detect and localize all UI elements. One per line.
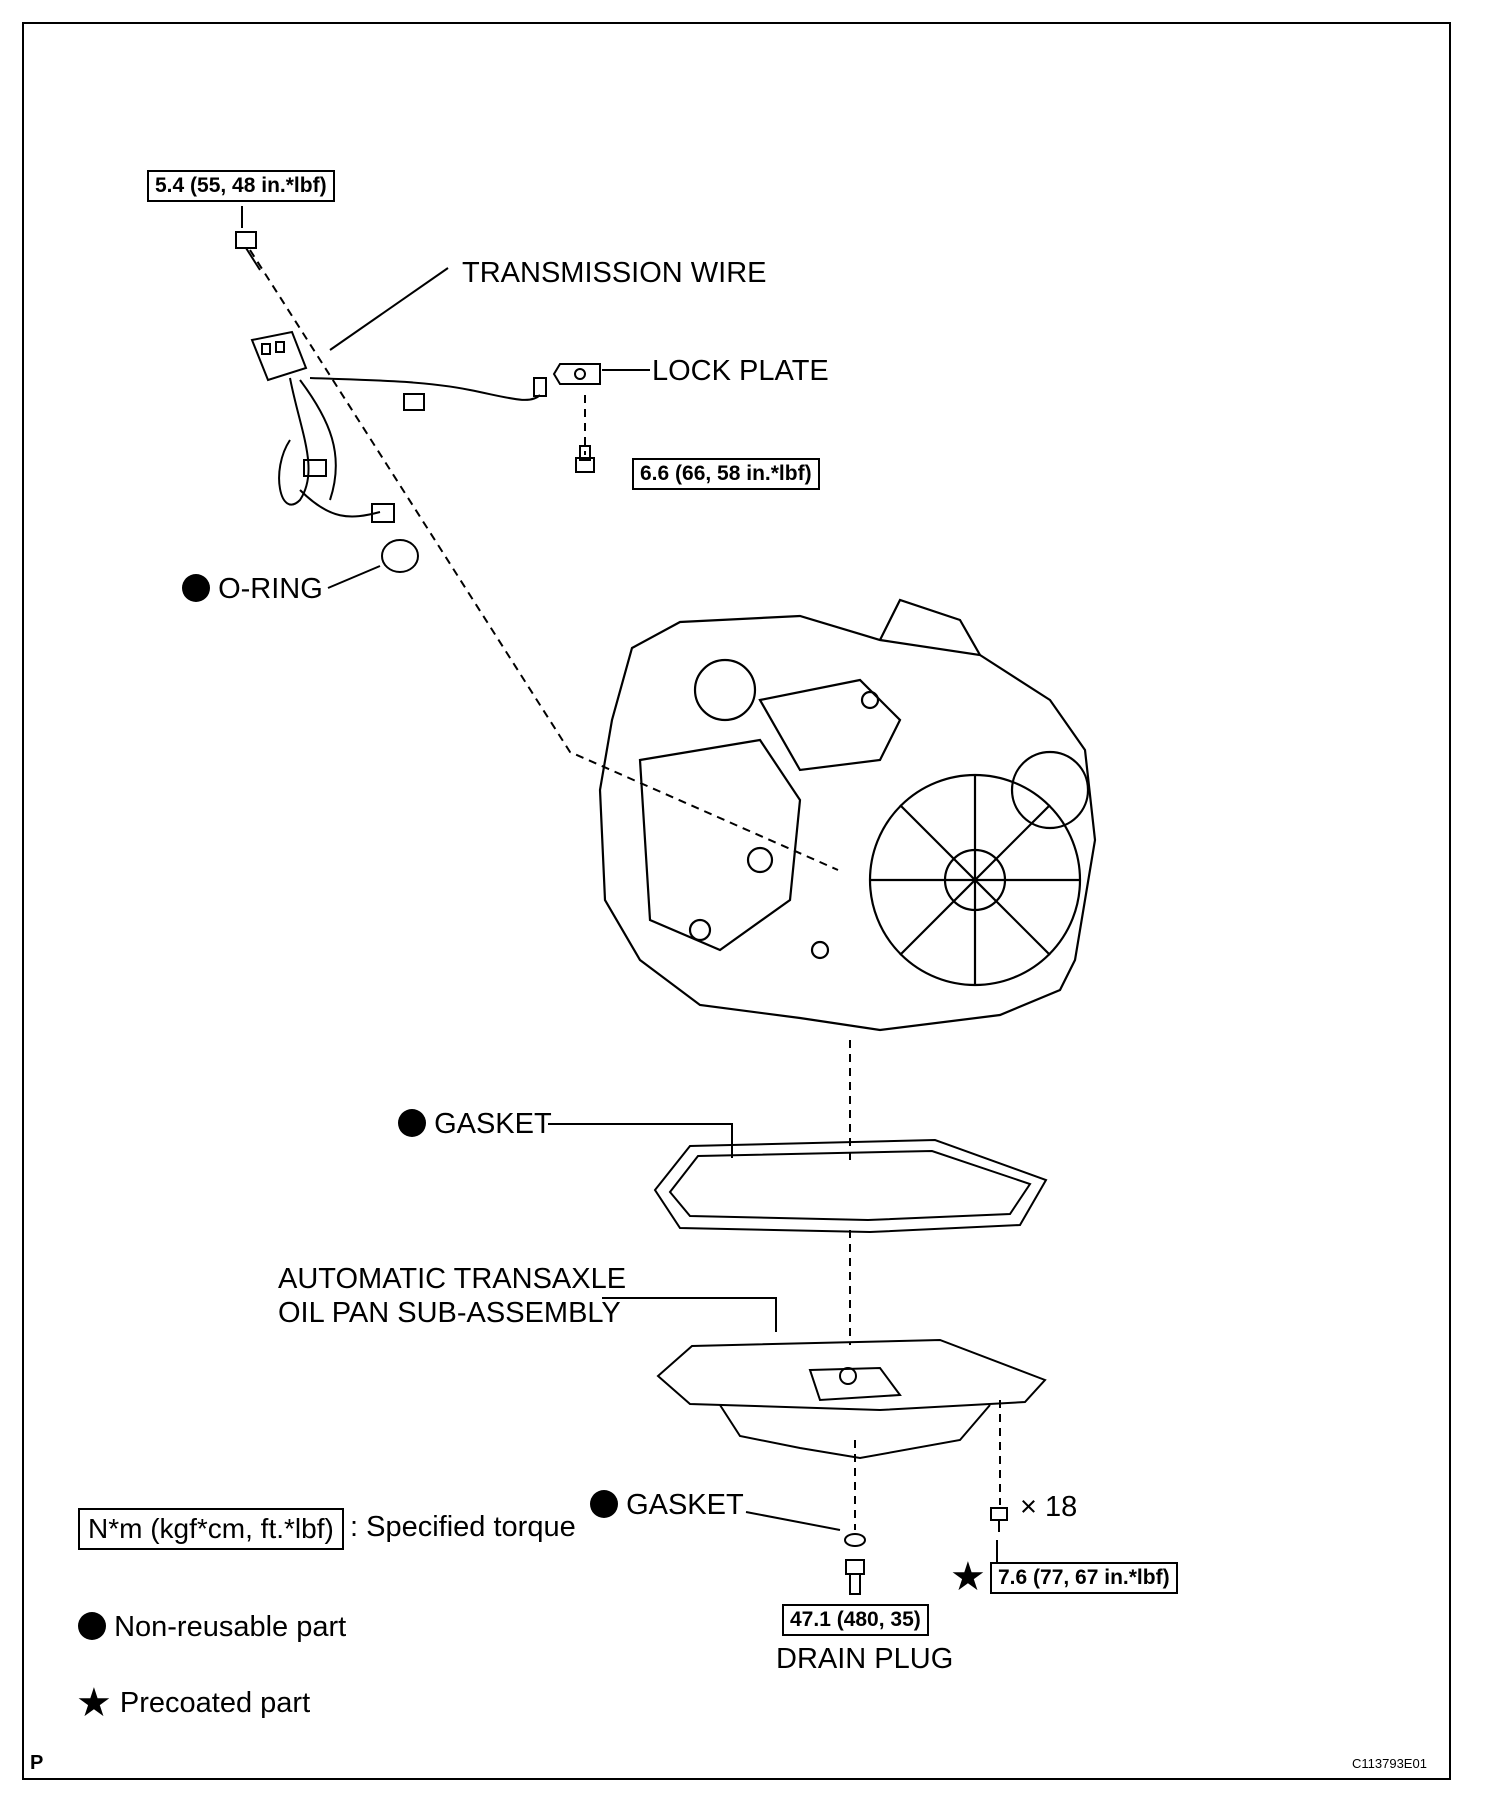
legend-non-reusable: Non-reusable part bbox=[78, 1610, 346, 1644]
page-marker: P bbox=[30, 1752, 44, 1774]
gasket-upper-text: GASKET bbox=[434, 1108, 552, 1140]
non-reusable-icon bbox=[78, 1612, 106, 1640]
wire-bolt-icon bbox=[235, 231, 261, 271]
legend-torque-box: N*m (kgf*cm, ft.*lbf) bbox=[78, 1508, 344, 1550]
star-icon: ★ bbox=[76, 1681, 112, 1725]
legend-precoated-text: Precoated part bbox=[119, 1687, 311, 1719]
figure-code: C113793E01 bbox=[1352, 1756, 1427, 1771]
lock-plate-icon bbox=[552, 363, 601, 385]
o-ring-label: O-RING bbox=[182, 572, 323, 606]
drain-plug-label: DRAIN PLUG bbox=[776, 1643, 954, 1675]
gasket-lower-label: GASKET bbox=[590, 1488, 744, 1522]
transmission-wire-icon bbox=[250, 330, 547, 523]
drain-plug-torque: 47.1 (480, 35) bbox=[782, 1604, 929, 1636]
drain-gasket-icon bbox=[844, 1533, 866, 1547]
gasket-upper-label: GASKET bbox=[398, 1107, 552, 1141]
legend-torque-text: : Specified torque bbox=[350, 1511, 576, 1543]
non-reusable-icon bbox=[398, 1109, 426, 1137]
gasket-lower-text: GASKET bbox=[626, 1489, 744, 1521]
pan-bolt-icon bbox=[990, 1507, 1008, 1532]
bolt-quantity: × 18 bbox=[1020, 1491, 1078, 1523]
lock-plate-bolt-icon bbox=[575, 445, 595, 473]
wire-bolt-torque: 5.4 (55, 48 in.*lbf) bbox=[147, 170, 335, 202]
upper-gasket-icon bbox=[653, 1138, 1048, 1234]
drain-plug-icon bbox=[845, 1559, 865, 1595]
gasket-lower-leader bbox=[745, 1511, 841, 1531]
legend-precoated: ★ Precoated part bbox=[76, 1683, 311, 1723]
oil-pan-label-line2: OIL PAN SUB-ASSEMBLY bbox=[278, 1297, 621, 1329]
transmission-wire-leader bbox=[329, 267, 449, 351]
precoated-marker: ★ bbox=[950, 1557, 986, 1597]
oil-pan-leader bbox=[602, 1297, 777, 1332]
transmission-wire-label: TRANSMISSION WIRE bbox=[462, 257, 767, 289]
lock-plate-bolt-torque: 6.6 (66, 58 in.*lbf) bbox=[632, 458, 820, 490]
lock-plate-label: LOCK PLATE bbox=[652, 355, 829, 387]
oil-pan-icon bbox=[656, 1338, 1047, 1460]
o-ring-leader bbox=[327, 565, 381, 589]
star-icon: ★ bbox=[950, 1555, 986, 1599]
assembly-paths bbox=[249, 249, 1001, 1530]
transaxle-icon bbox=[598, 598, 1097, 1032]
o-ring-icon bbox=[381, 539, 419, 573]
diagram-frame bbox=[22, 22, 1451, 1780]
o-ring-text: O-RING bbox=[218, 573, 323, 605]
oil-pan-label-line1: AUTOMATIC TRANSAXLE bbox=[278, 1263, 627, 1295]
legend-non-reusable-text: Non-reusable part bbox=[114, 1611, 347, 1643]
non-reusable-icon bbox=[590, 1490, 618, 1518]
gasket-upper-leader bbox=[548, 1123, 733, 1158]
non-reusable-icon bbox=[182, 574, 210, 602]
pan-bolt-torque: 7.6 (77, 67 in.*lbf) bbox=[990, 1562, 1178, 1594]
